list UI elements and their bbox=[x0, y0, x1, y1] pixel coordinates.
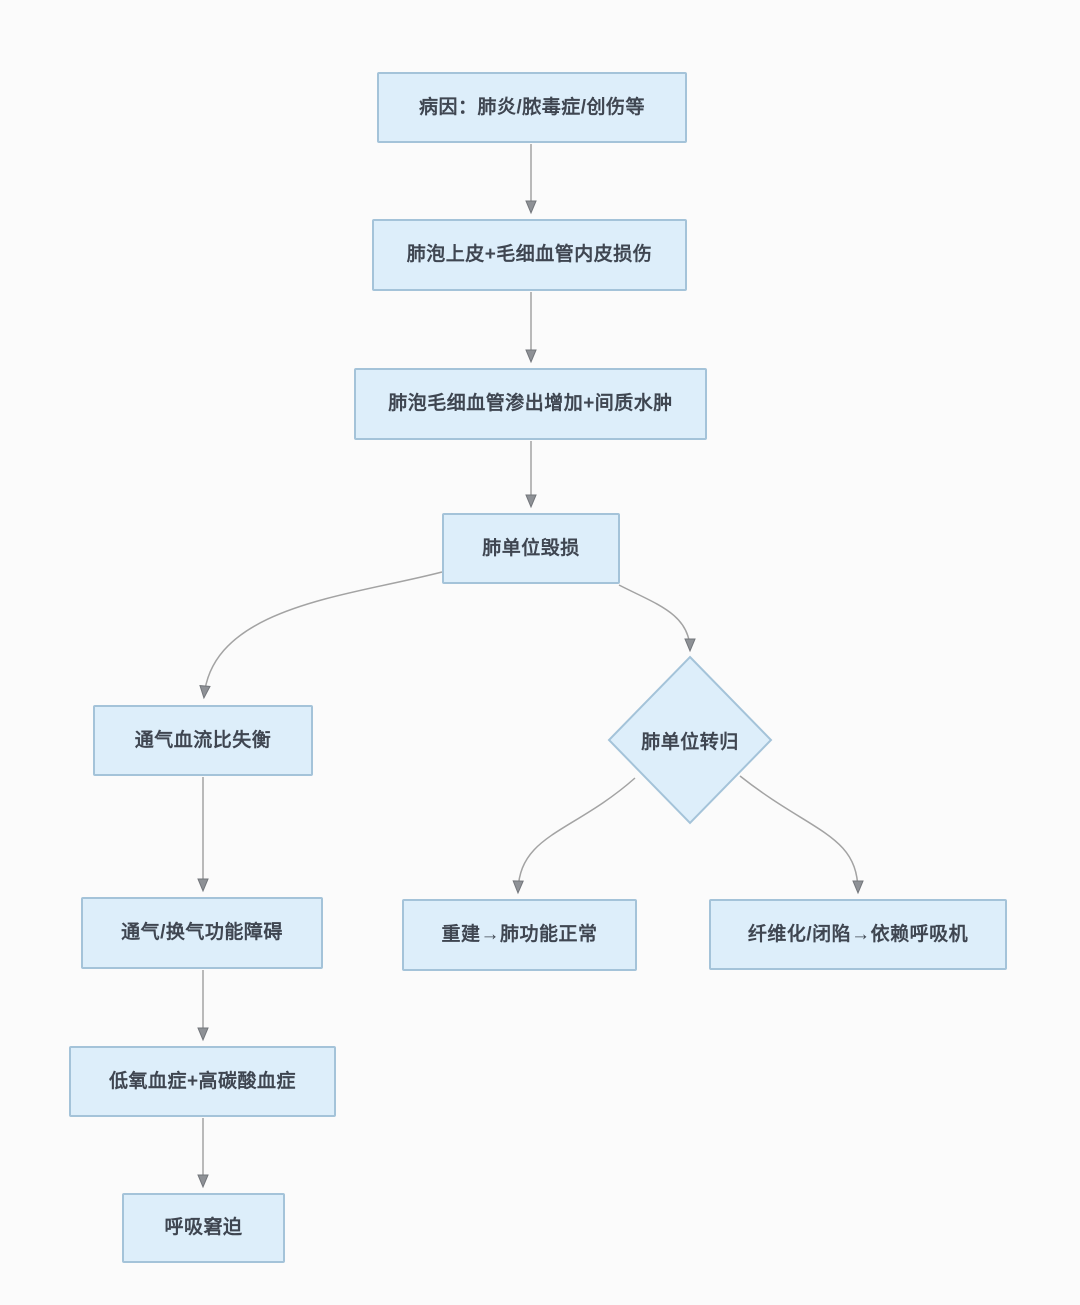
node-epithelium-endothelium-injury-label: 肺泡上皮+毛细血管内皮损伤 bbox=[406, 244, 653, 266]
node-vq-mismatch: 通气血流比失衡 bbox=[93, 705, 313, 776]
node-exudation-interstitial-edema-label: 肺泡毛细血管渗出增加+间质水肿 bbox=[388, 393, 673, 415]
node-exudation-interstitial-edema: 肺泡毛细血管渗出增加+间质水肿 bbox=[354, 368, 707, 440]
node-etiology-label: 病因：肺炎/脓毒症/创伤等 bbox=[418, 96, 646, 118]
node-hypoxemia-hypercapnia: 低氧血症+高碳酸血症 bbox=[69, 1046, 336, 1117]
node-lung-unit-outcome-shape bbox=[607, 655, 773, 825]
node-ventilation-dysfunction: 通气/换气功能障碍 bbox=[81, 897, 323, 969]
node-respiratory-distress-label: 呼吸窘迫 bbox=[164, 1217, 243, 1239]
edge-outcome-to-rebuild bbox=[512, 777, 636, 895]
node-lung-unit-outcome-label: 肺单位转归 bbox=[641, 731, 739, 753]
node-epithelium-endothelium-injury: 肺泡上皮+毛细血管内皮损伤 bbox=[372, 219, 687, 291]
node-lung-unit-damage-label: 肺单位毁损 bbox=[482, 537, 580, 559]
node-respiratory-distress: 呼吸窘迫 bbox=[122, 1193, 285, 1263]
node-rebuild-normal-function: 重建→肺功能正常 bbox=[402, 899, 637, 971]
node-fibrosis-ventilator-dependent-label: 纤维化/闭陷→依赖呼吸机 bbox=[747, 923, 969, 945]
node-lung-unit-damage: 肺单位毁损 bbox=[442, 513, 620, 584]
node-vq-mismatch-label: 通气血流比失衡 bbox=[134, 729, 272, 751]
edge-outcome-to-fibrosis bbox=[739, 775, 864, 895]
edge-damage-to-outcome bbox=[618, 584, 696, 653]
node-fibrosis-ventilator-dependent: 纤维化/闭陷→依赖呼吸机 bbox=[709, 899, 1007, 970]
node-ventilation-dysfunction-label: 通气/换气功能障碍 bbox=[121, 922, 283, 944]
node-rebuild-normal-function-label: 重建→肺功能正常 bbox=[441, 924, 598, 946]
node-hypoxemia-hypercapnia-label: 低氧血症+高碳酸血症 bbox=[108, 1070, 297, 1092]
node-etiology: 病因：肺炎/脓毒症/创伤等 bbox=[377, 72, 687, 143]
edge-damage-to-vq bbox=[199, 571, 443, 700]
